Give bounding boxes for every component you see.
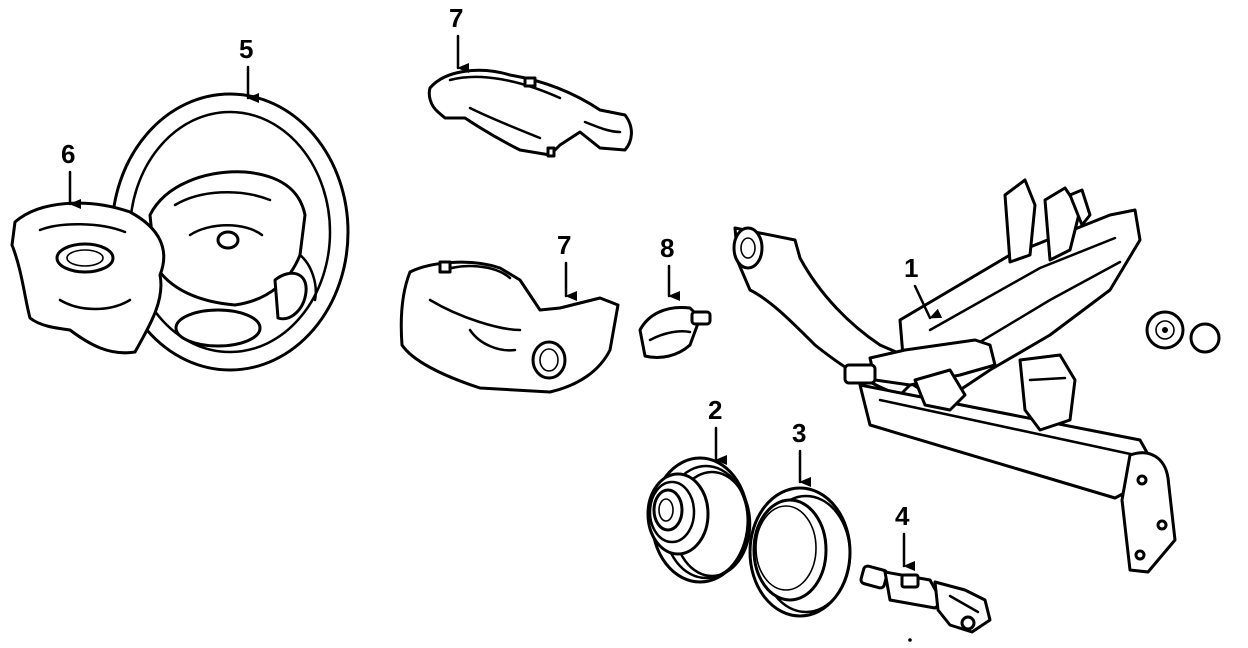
callout-6: 6 [61,139,81,209]
stray-mark [908,638,912,642]
steering-wheel [110,92,350,372]
callout-1-arrow [913,284,943,320]
callout-3-label: 3 [792,418,806,448]
upper-steering-column-shroud [427,68,633,158]
callout-5-label: 5 [239,34,253,64]
callout-1-label: 1 [904,253,918,283]
callout-7-upper-label: 7 [449,3,463,33]
column-seal-ring [748,486,852,618]
callout-7-lower: 7 [557,230,577,301]
callout-5: 5 [239,34,259,103]
callout-7-lower-label: 7 [557,230,571,260]
callout-8-label: 8 [660,233,674,263]
callout-2-label: 2 [708,395,722,425]
callout-8: 8 [660,233,680,301]
lower-steering-column-shroud [399,260,620,394]
air-bag-module [10,201,166,355]
callout-7-upper: 7 [449,3,469,73]
steering-column-bearing [646,456,752,584]
callout-1: 1 [904,253,943,320]
callout-6-label: 6 [61,139,75,169]
callout-4: 4 [895,501,915,571]
callout-2: 2 [708,395,727,465]
callout-3: 3 [792,418,811,487]
multifunction-switch [638,305,712,360]
intermediate-shaft-u-joint [859,564,992,634]
steering-column-assembly [732,178,1221,574]
callout-4-label: 4 [895,501,910,531]
